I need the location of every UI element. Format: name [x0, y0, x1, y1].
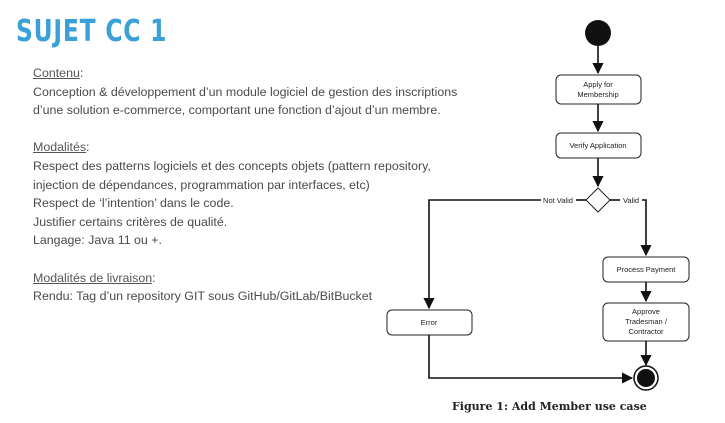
- contenu-heading-suffix: :: [79, 66, 84, 80]
- valid-label: Valid: [623, 196, 639, 205]
- contenu-heading-line: Contenu:: [33, 64, 553, 83]
- modalites-line: Respect des patterns logiciels et des co…: [33, 158, 431, 173]
- modalites-heading: Modalités: [33, 140, 87, 155]
- modalites-line: Langage: Java 11 ou +.: [33, 233, 162, 248]
- end-node: [637, 369, 655, 387]
- not-valid-label: Not Valid: [543, 196, 573, 205]
- flow-arrow: [423, 199, 541, 310]
- approve-label-2: Tradesman /: [625, 317, 668, 326]
- livraison-heading-line: Modalités de livraison:: [33, 269, 553, 288]
- contenu-line: Conception & développement d’un module l…: [33, 84, 458, 99]
- contenu-line: d’une solution e-commerce, comportant un…: [33, 103, 441, 118]
- livraison-heading-suffix: :: [152, 270, 156, 285]
- error-label: Error: [421, 318, 438, 327]
- modalites-heading-line: Modalités:: [33, 138, 553, 157]
- start-node: [585, 20, 611, 46]
- contenu-heading: Contenu: [33, 66, 80, 80]
- flow-arrow: [428, 335, 634, 384]
- modalites-heading-suffix: :: [86, 140, 90, 155]
- modalites-line: injection de dépendances, programmation …: [33, 177, 370, 192]
- content-block: Contenu: Conception & développement d’un…: [33, 64, 553, 306]
- apply-label-1: Apply for: [583, 80, 613, 89]
- approve-label-1: Approve: [632, 307, 660, 316]
- modalites-line: Respect de ‘l’intention’ dans le code.: [33, 196, 234, 211]
- livraison-heading: Modalités de livraison: [33, 270, 153, 285]
- decision-node: [585, 187, 611, 213]
- process-payment-label: Process Payment: [617, 265, 677, 274]
- figure-caption: Figure 1: Add Member use case: [452, 400, 647, 413]
- apply-label-2: Membership: [577, 90, 618, 99]
- verify-label: Verify Application: [569, 141, 626, 150]
- livraison-line: Rendu: Tag d’un repository GIT sous GitH…: [33, 289, 373, 304]
- flow-arrow: [640, 199, 652, 257]
- approve-label-3: Contractor: [628, 327, 664, 336]
- page-title: SUJET CC 1: [16, 14, 168, 49]
- modalites-line: Justifier certains critères de qualité.: [33, 214, 228, 229]
